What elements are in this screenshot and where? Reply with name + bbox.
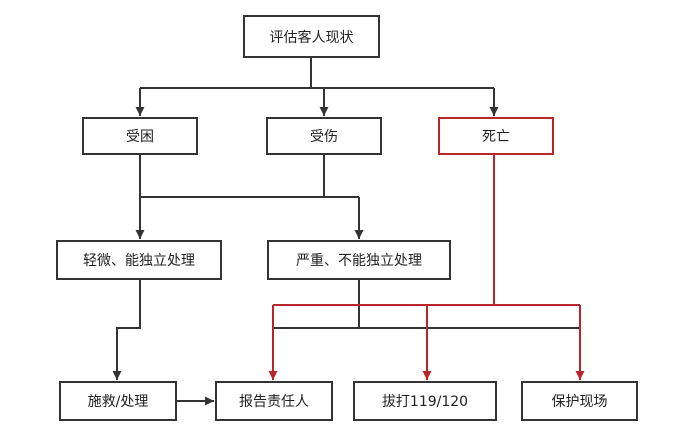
node-injured: 受伤 (266, 117, 382, 155)
node-assess-guest: 评估客人现状 (243, 15, 380, 58)
arrow-minor-to-rescue (112, 280, 141, 380)
node-rescue: 施救/处理 (59, 381, 177, 421)
node-severe-cannot-handle: 严重、不能独立处理 (267, 240, 451, 280)
node-dead: 死亡 (438, 117, 554, 155)
node-minor-self-handle: 轻微、能独立处理 (56, 240, 222, 280)
node-report-responsible: 报告责任人 (215, 381, 333, 421)
node-call-emergency: 拔打119/120 (353, 381, 497, 421)
node-trapped: 受困 (82, 117, 198, 155)
node-protect-scene: 保护现场 (521, 381, 638, 421)
